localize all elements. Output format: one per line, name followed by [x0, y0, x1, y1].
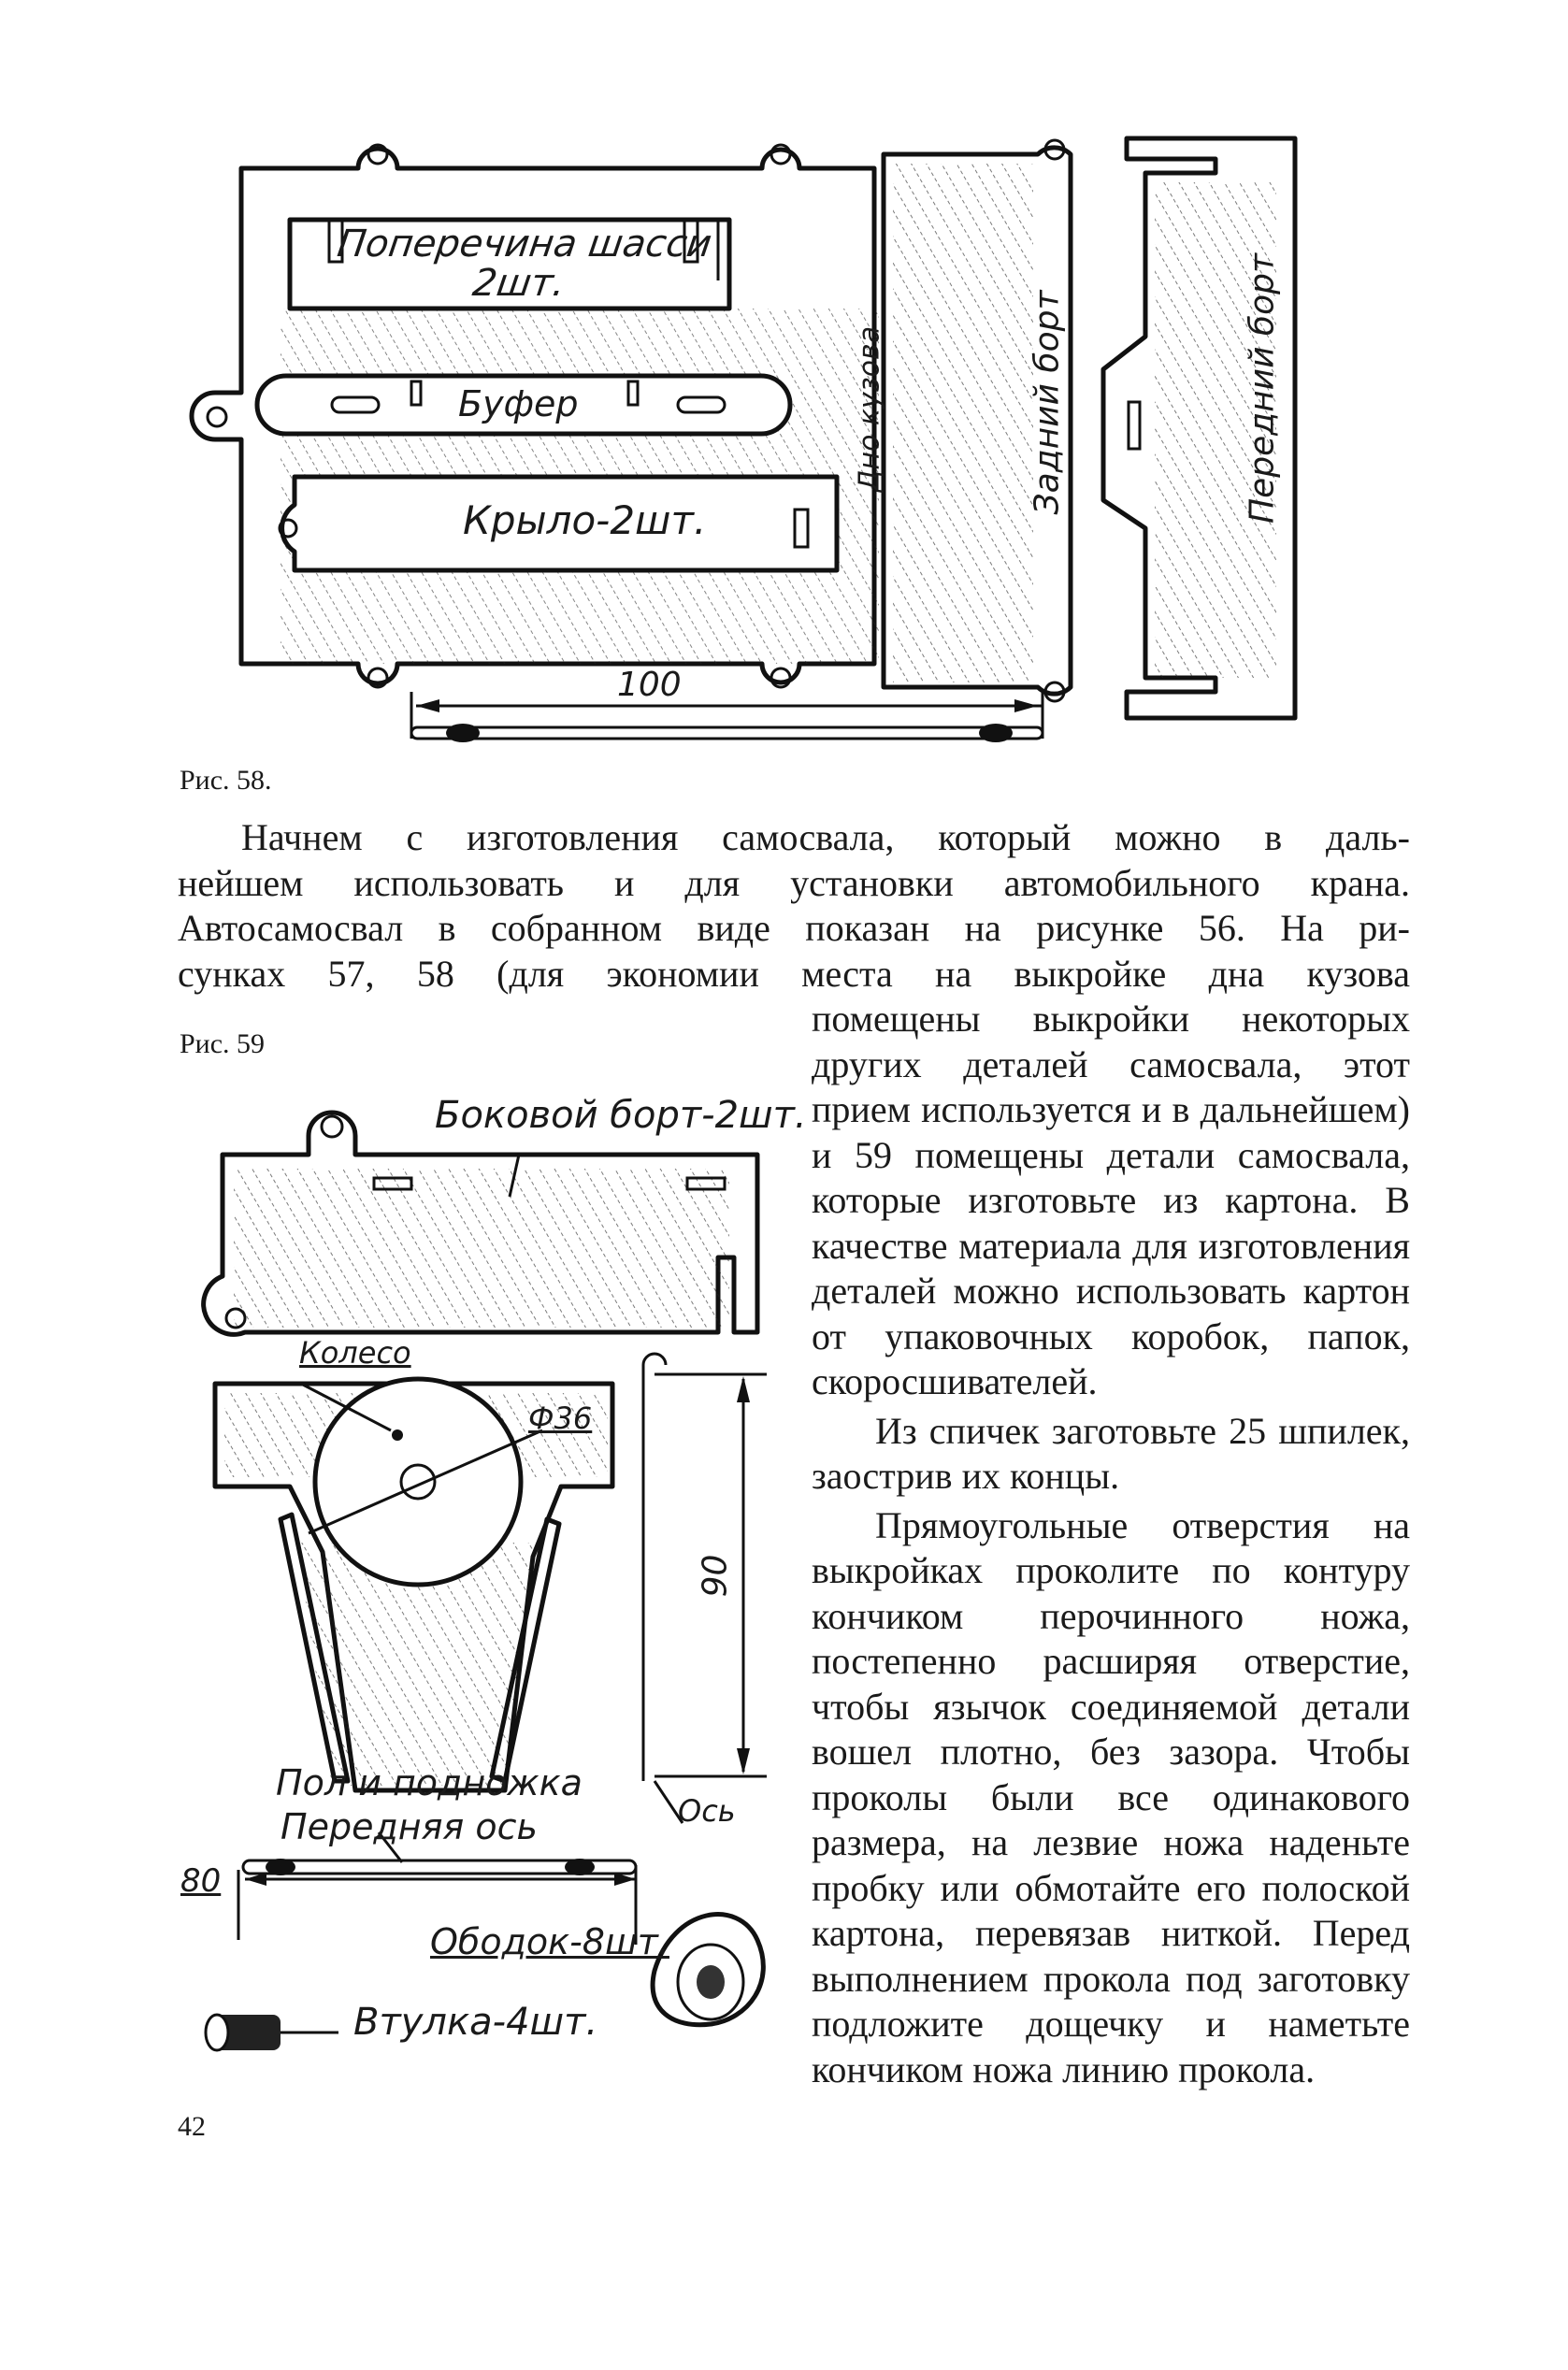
- dimension-100-label: 100: [617, 666, 682, 704]
- rear-side-label: Задний борт: [1028, 290, 1067, 515]
- fender-label: Крыло-2шт.: [463, 497, 707, 543]
- rear-side-part: [881, 138, 1073, 703]
- text-line-2: нейшем использовать и для установки авто…: [178, 861, 1410, 904]
- bumper-label: Буфер: [458, 383, 579, 424]
- chassis-crossbar-part: [287, 217, 732, 311]
- chassis-crossbar-label: Поперечина шасси: [335, 223, 714, 266]
- dimension-90-label: 90: [696, 1554, 735, 1598]
- text-wide-block: Начнем с изготовления самосвала, который…: [178, 815, 1410, 997]
- wheel-label: Колесо: [299, 1335, 411, 1371]
- front-axle-label: Передняя ось: [281, 1806, 538, 1847]
- page-number: 42: [178, 2111, 206, 2142]
- text-line-3: Автосамосвал в собранном виде показан на…: [178, 907, 1410, 949]
- diameter-label: Ф36: [528, 1400, 593, 1436]
- bushing-label: Втулка-4шт.: [353, 2001, 598, 2044]
- bushing-part: [204, 2013, 338, 2052]
- paragraph-3: Прямоугольные отверстия на выкройках про…: [812, 1503, 1410, 2090]
- floor-template-part: [212, 1381, 615, 1793]
- text-column: помещены выкройки некоторых других детал…: [812, 997, 1410, 2092]
- body-bottom-label: Дно кузова: [853, 325, 886, 493]
- front-side-part: [1100, 136, 1298, 721]
- floor-footrest-label: Пол и подножка: [276, 1762, 583, 1803]
- text-line-1: Начнем с изготовления самосвала, который…: [241, 816, 1410, 858]
- paragraph-1-continuation: помещены выкройки некоторых других детал…: [812, 998, 1410, 1402]
- chassis-crossbar-count-label: 2шт.: [469, 262, 568, 305]
- figure-59-caption: Рис. 59: [180, 1028, 266, 1059]
- side-board-part: [201, 1110, 760, 1337]
- axle-label: Ось: [678, 1793, 736, 1829]
- paragraph-2: Из спичек заготовьте 25 шпилек, заострив…: [812, 1409, 1410, 1498]
- fender-part: [278, 474, 840, 573]
- dimension-80-label: 80: [180, 1862, 222, 1900]
- figure-58-caption: Рис. 58.: [180, 765, 272, 796]
- side-board-label: Боковой борт-2шт.: [435, 1094, 807, 1137]
- front-side-label: Передний борт: [1243, 253, 1282, 524]
- bumper-part: [254, 373, 793, 437]
- text-line-4: сунках 57, 58 (для экономии места на вык…: [178, 952, 1410, 995]
- figure-58: [189, 136, 1298, 742]
- wheel-part: [300, 1376, 543, 1587]
- dimension-100: [410, 692, 1044, 742]
- rim-label: Ободок-8шт.: [430, 1921, 669, 1962]
